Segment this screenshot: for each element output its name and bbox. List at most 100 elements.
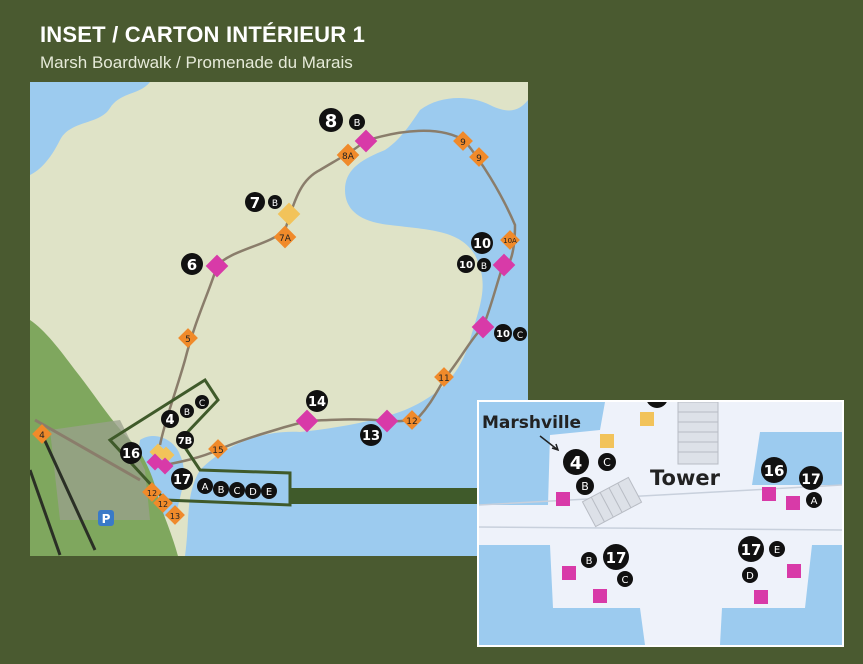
trail-loop [158,129,517,467]
inset-stop-number: 7B [648,391,666,405]
inset-sub-circle [769,541,785,557]
stop-number: 16 [122,447,140,462]
stop-sub: C [517,331,523,341]
stop-number: 7B [178,436,193,447]
path-marker-label: 10A [503,237,517,245]
stop-number: 6 [187,256,197,274]
stop-sub-circle [261,483,277,499]
stop-sub-circle [180,404,194,418]
inset-yellow-marker[interactable] [600,434,614,448]
map-title: INSET / CARTON INTÉRIEUR 1 [40,22,366,47]
inset-stop-marker[interactable] [593,589,607,603]
path-marker-label: 11 [438,374,449,384]
path-marker-label: 9 [460,138,466,148]
inset-sub-circle [581,552,597,568]
stop-circle [457,255,475,273]
stop-number: 10 [473,237,491,252]
path-marker [153,493,173,513]
path-marker-label: 7A [279,234,292,244]
stop-number: 10 [496,329,510,340]
stop-labels: 8 B 7 B 6 10 10 B 10 C 14 13 4 B C [120,108,527,499]
inset-map: Marshville Tower 7B 4 C B 16 [477,391,844,647]
inset-stop-marker[interactable] [754,590,768,604]
path-marker-label: 12 [158,500,168,509]
stop-sub: C [199,399,205,409]
water-lake [185,82,528,556]
inset-stop-marker[interactable] [786,496,800,510]
stop-sub-circle [268,195,282,209]
stop-number: 10 [459,260,473,271]
water-northwest [30,82,150,175]
path-marker [434,367,454,387]
stop-sub: B [354,118,361,129]
boardwalk-outline [107,377,292,507]
inset-stop-marker[interactable] [787,564,801,578]
inset-stop-number: 17 [741,541,762,559]
stop-sub-circle [477,258,491,272]
stop-sub-circle [513,327,527,341]
inset-sub: B [586,556,593,567]
inset-stop-number: 4 [570,453,583,474]
path-marker [402,410,422,430]
inset-stop-number: 17 [801,472,820,488]
inset-sub: C [603,456,611,469]
stop-sub-circle [349,114,365,130]
stop-number: 13 [362,429,380,444]
stop-sub: B [272,199,278,209]
path-marker [32,424,52,444]
stop-sub: D [249,487,257,498]
stop-number: 4 [165,413,174,428]
stop-circle [245,192,265,212]
inset-stop-marker[interactable] [562,566,576,580]
tower-label: Tower [650,466,721,490]
inset-circle [738,536,764,562]
path-marker [178,328,198,348]
stop-sub-circle [197,478,213,494]
path-marker-label: 8A [342,152,355,162]
stop-sub: A [202,482,209,493]
stop-number: 8 [325,111,338,132]
road [30,469,62,556]
path-marker [469,147,489,167]
inset-sub-circle [806,492,822,508]
main-map: P [30,82,528,556]
inset-sub-circle [742,567,758,583]
inset-yellow-marker[interactable] [640,412,654,426]
stop-sub: E [266,487,272,498]
stop-circle [181,253,203,275]
stop-sub-circle [213,481,229,497]
stop-circle [176,431,194,449]
inset-sub-circle [576,477,594,495]
stop-sub: B [184,408,190,418]
path-marker-label: 12 [147,489,157,498]
path-marker-label: 15 [212,446,223,456]
path-marker-label: 13 [170,512,180,521]
stop-number: 7 [250,194,260,212]
stop-circle [306,390,328,412]
inset-sub-circle [617,571,633,587]
inset-sub: D [746,571,754,582]
path-markers: 8A 9 9 7A 10A 5 11 12 15 4 12 12 13 [32,131,520,525]
inset-circle [761,457,787,483]
road [34,418,141,482]
path-marker-label: 4 [39,431,45,441]
walk-edge [479,484,842,531]
path-marker-label: 12 [406,417,417,427]
inset-sub-circle [598,453,616,471]
inset-sub: C [622,575,629,586]
inset-sub: E [774,545,780,556]
inset-sub: A [811,496,818,507]
inset-connector [290,488,479,504]
inset-stop-number: 17 [606,549,627,567]
inset-stop-marker[interactable] [762,487,776,501]
stop-circle [120,442,142,464]
inset-stop-marker[interactable] [556,492,570,506]
stop-circle [161,410,179,428]
area-label-marshville: Marshville [482,413,581,433]
inset-circle [563,449,589,475]
stop-sub: B [481,262,487,272]
inset-circle [799,466,823,490]
stop-sub-circle [195,395,209,409]
road [38,429,97,551]
